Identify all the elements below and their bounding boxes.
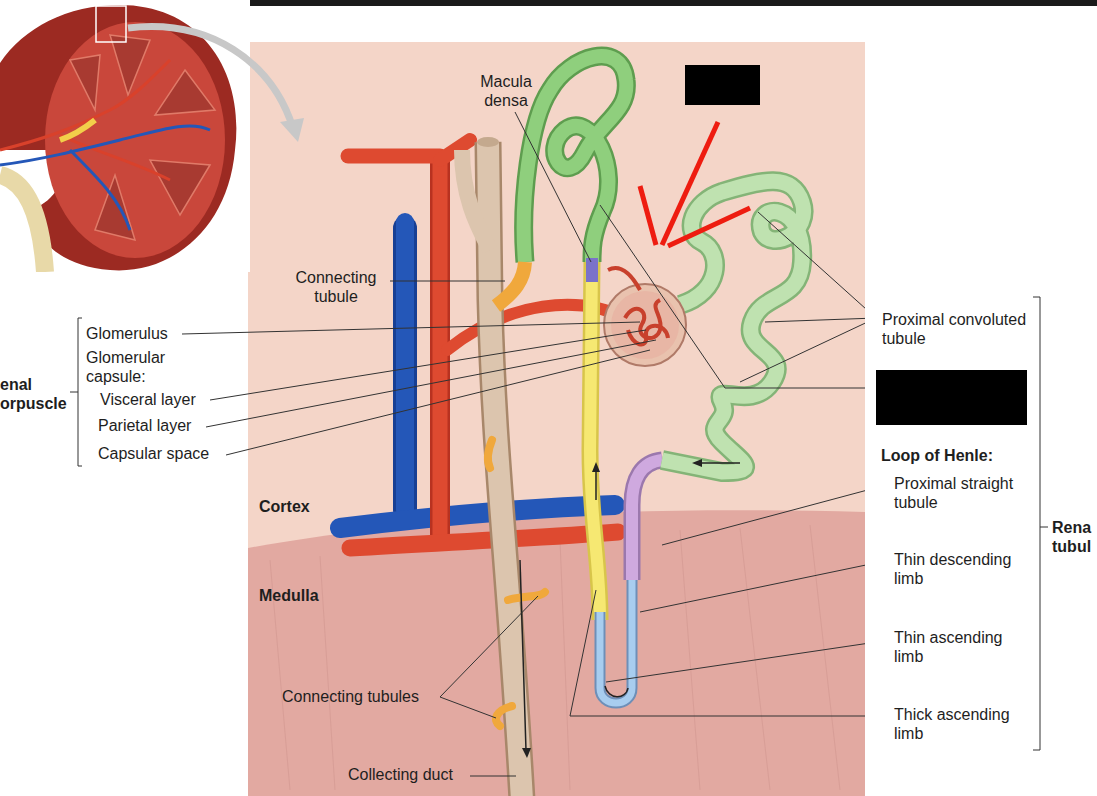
structure-label: Thick ascending limb: [894, 705, 1026, 743]
bracket: [78, 318, 82, 466]
flow-arrowhead: [592, 462, 600, 472]
bracket: [70, 392, 78, 393]
leader-line: [210, 330, 646, 400]
medulla-striations: [270, 525, 840, 790]
leader-line: [182, 322, 640, 334]
connecting-tubule: [508, 592, 545, 600]
pyramid: [155, 70, 215, 115]
structure-label: Capsular space: [98, 444, 228, 463]
vein: [0, 126, 210, 165]
striation: [810, 525, 840, 790]
structure-label: Rena tubul: [1052, 518, 1097, 556]
thick-ascending-limb: [590, 262, 600, 620]
artery: [0, 60, 170, 150]
striation: [680, 530, 700, 790]
leader-line: [740, 318, 865, 382]
renal-pyramids: [70, 35, 215, 240]
structure-label: Glomerulus: [86, 324, 206, 343]
vein: [396, 222, 414, 510]
thick-ascending-limb: [590, 262, 600, 620]
leader-line: [640, 560, 865, 612]
zoom-arrowhead: [280, 118, 304, 142]
leader-line: [206, 340, 656, 427]
structure-label: Macula densa: [466, 72, 546, 110]
redaction-box: [876, 370, 1027, 425]
medulla-area: [248, 510, 865, 796]
thin-limb: [600, 575, 632, 703]
thin-limb: [600, 575, 632, 703]
duct-branch: [462, 150, 490, 250]
vein: [70, 150, 130, 230]
connecting-tubule: [496, 262, 525, 306]
structure-label: Proximal straight tubule: [894, 474, 1016, 512]
leader-line: [662, 484, 865, 545]
capsular-space: [611, 291, 679, 359]
kidney-cortex: [45, 22, 225, 258]
glomerular-capsule: [604, 284, 686, 366]
zoom-box: [96, 6, 126, 42]
glomerulus: [608, 268, 668, 345]
proximal-straight-tubule: [632, 460, 662, 580]
structure-label: Proximal convoluted tubule: [882, 310, 1032, 348]
structure-label: Collecting duct: [348, 765, 478, 784]
leader-line: [606, 640, 865, 682]
structure-label: Glomerular capsule:: [86, 348, 186, 386]
leader-line: [570, 590, 865, 716]
leader-lines: [70, 297, 1048, 750]
efferent-arteriole: [608, 268, 640, 290]
cortex-area: [248, 42, 865, 796]
flow-arrow: [520, 560, 526, 750]
pyramid: [150, 160, 210, 215]
structure-label: Parietal layer: [98, 416, 218, 435]
connecting-tubule: [496, 706, 512, 726]
flow-arrowhead: [522, 748, 531, 758]
leader-line: [390, 281, 505, 282]
tissue-panel: [248, 42, 865, 796]
structure-label: Thin descending limb: [894, 550, 1026, 588]
striation: [560, 540, 570, 790]
structure-label: Visceral layer: [100, 390, 220, 409]
bracket: [1033, 297, 1040, 750]
structure-label: enal orpuscle: [0, 375, 76, 413]
leader-line: [515, 112, 591, 262]
structure-label: Connecting tubules: [282, 687, 452, 706]
connecting-tubule: [488, 440, 492, 468]
leader-line: [600, 205, 865, 388]
structure-label: Connecting tubule: [286, 268, 386, 306]
leader-line: [440, 697, 496, 718]
striation: [740, 528, 770, 790]
macula-densa-cells: [586, 258, 598, 282]
striation: [320, 556, 335, 790]
structure-label: Medulla: [259, 586, 349, 605]
leader-line: [470, 776, 516, 777]
structure-label: Loop of Henle:: [881, 446, 1031, 465]
structure-label: Thin ascending limb: [894, 628, 1026, 666]
red-pointers: [640, 122, 750, 246]
duct-opening: [477, 137, 499, 147]
fat: [60, 120, 95, 140]
redaction-box: [685, 65, 760, 105]
leader-line: [440, 596, 538, 697]
zoom-arrow: [128, 27, 293, 128]
artery: [348, 149, 440, 164]
proximal-straight-tubule: [632, 460, 662, 580]
leader-line: [226, 350, 650, 455]
flow-arrow: [605, 686, 628, 697]
flow-arrowhead: [692, 459, 702, 467]
artery: [350, 532, 618, 548]
structure-label: Cortex: [259, 497, 339, 516]
ureter: [0, 175, 45, 272]
bracket: [1040, 527, 1048, 528]
red-pointer: [668, 208, 750, 246]
leader-lines: [390, 112, 865, 776]
red-pointer: [640, 186, 656, 245]
leader-line: [765, 318, 865, 322]
flow-arrow: [595, 468, 597, 500]
leader-line: [758, 212, 865, 318]
pyramid: [70, 55, 100, 110]
vein: [340, 505, 615, 528]
flow-arrow: [700, 462, 740, 464]
